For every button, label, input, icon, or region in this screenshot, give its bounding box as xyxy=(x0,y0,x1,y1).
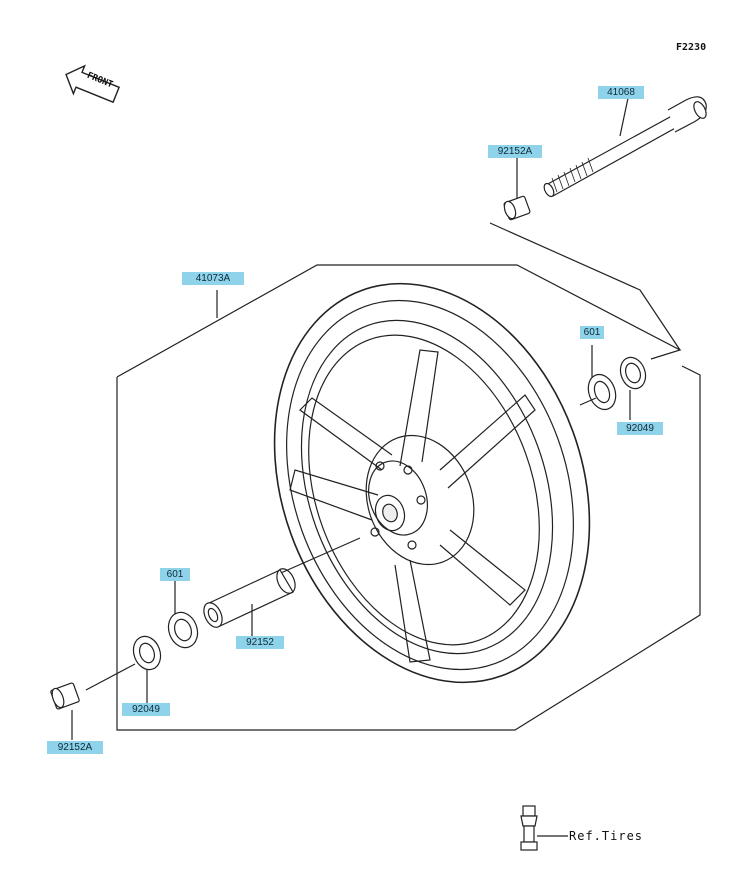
left-bearing-shape xyxy=(167,611,199,649)
part-label-seal-left[interactable]: 92049 xyxy=(122,703,170,716)
part-label-spacer-bottom[interactable]: 92152A xyxy=(47,741,103,754)
front-arrow-icon xyxy=(65,64,121,104)
collar-shape xyxy=(203,568,296,628)
top-spacer-shape xyxy=(503,195,531,221)
part-label-collar[interactable]: 92152 xyxy=(236,636,284,649)
part-label-seal-right[interactable]: 92049 xyxy=(617,422,663,435)
assembly-outline xyxy=(116,264,682,378)
part-label-spacer-top[interactable]: 92152A xyxy=(488,145,542,158)
axle-shape xyxy=(543,96,707,198)
part-label-wheel[interactable]: 41073A xyxy=(182,272,244,285)
tire-valve-shape xyxy=(520,805,568,851)
right-seal-shape xyxy=(619,356,647,390)
left-seal-shape xyxy=(132,635,162,671)
bottom-spacer-shape xyxy=(50,682,80,710)
part-label-axle[interactable]: 41068 xyxy=(598,86,644,99)
part-label-bearing-left[interactable]: 601 xyxy=(160,568,190,581)
figure-code: F2230 xyxy=(676,42,707,53)
top-bracket-line xyxy=(489,222,681,351)
assembly-outline-lower xyxy=(116,365,701,731)
right-bearing-shape xyxy=(587,373,617,411)
wheel-shape xyxy=(273,282,591,684)
ref-tires-text: Ref.Tires xyxy=(569,829,644,843)
part-label-bearing-right[interactable]: 601 xyxy=(580,326,604,339)
